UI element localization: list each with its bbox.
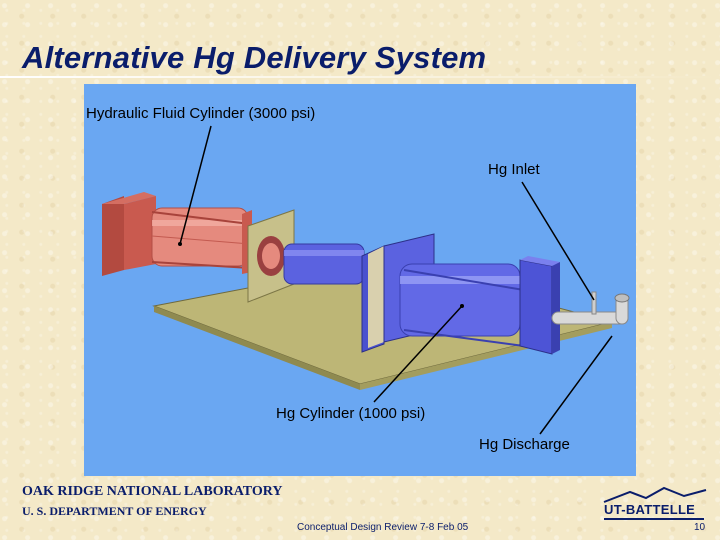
delivery-system-figure: Hydraulic Fluid Cylinder (3000 psi) Hg I… [84, 84, 636, 476]
delivery-system-drawing [102, 125, 630, 435]
title-underline [0, 76, 720, 78]
ut-battelle-logo-icon [603, 486, 707, 503]
connecting-rod [283, 243, 365, 285]
leader-hg-cylinder [373, 305, 463, 403]
base-plate-edge [154, 306, 360, 390]
event-footer: Conceptual Design Review 7-8 Feb 05 [297, 522, 469, 533]
label-hg-discharge: Hg Discharge [479, 436, 570, 453]
slide-title: Alternative Hg Delivery System [22, 40, 487, 75]
leader-hg-discharge [539, 335, 613, 435]
hg-outlet-pipe [551, 291, 630, 325]
hg-cylinder [361, 233, 560, 355]
org-name: OAK RIDGE NATIONAL LABORATORY [22, 484, 283, 499]
hydraulic-cylinder [102, 192, 252, 276]
logo-underline [604, 518, 704, 520]
mounting-plate [247, 209, 295, 303]
leader-hg-inlet [521, 181, 595, 301]
label-hydraulic-cylinder: Hydraulic Fluid Cylinder (3000 psi) [86, 105, 316, 122]
page-number: 10 [694, 522, 706, 533]
logo-text: UT-BATTELLE [604, 502, 696, 517]
label-hg-cylinder: Hg Cylinder (1000 psi) [276, 405, 426, 422]
department-name: U. S. DEPARTMENT OF ENERGY [22, 504, 207, 518]
label-hg-inlet: Hg Inlet [488, 161, 540, 178]
leader-hydraulic-cylinder [179, 125, 212, 245]
